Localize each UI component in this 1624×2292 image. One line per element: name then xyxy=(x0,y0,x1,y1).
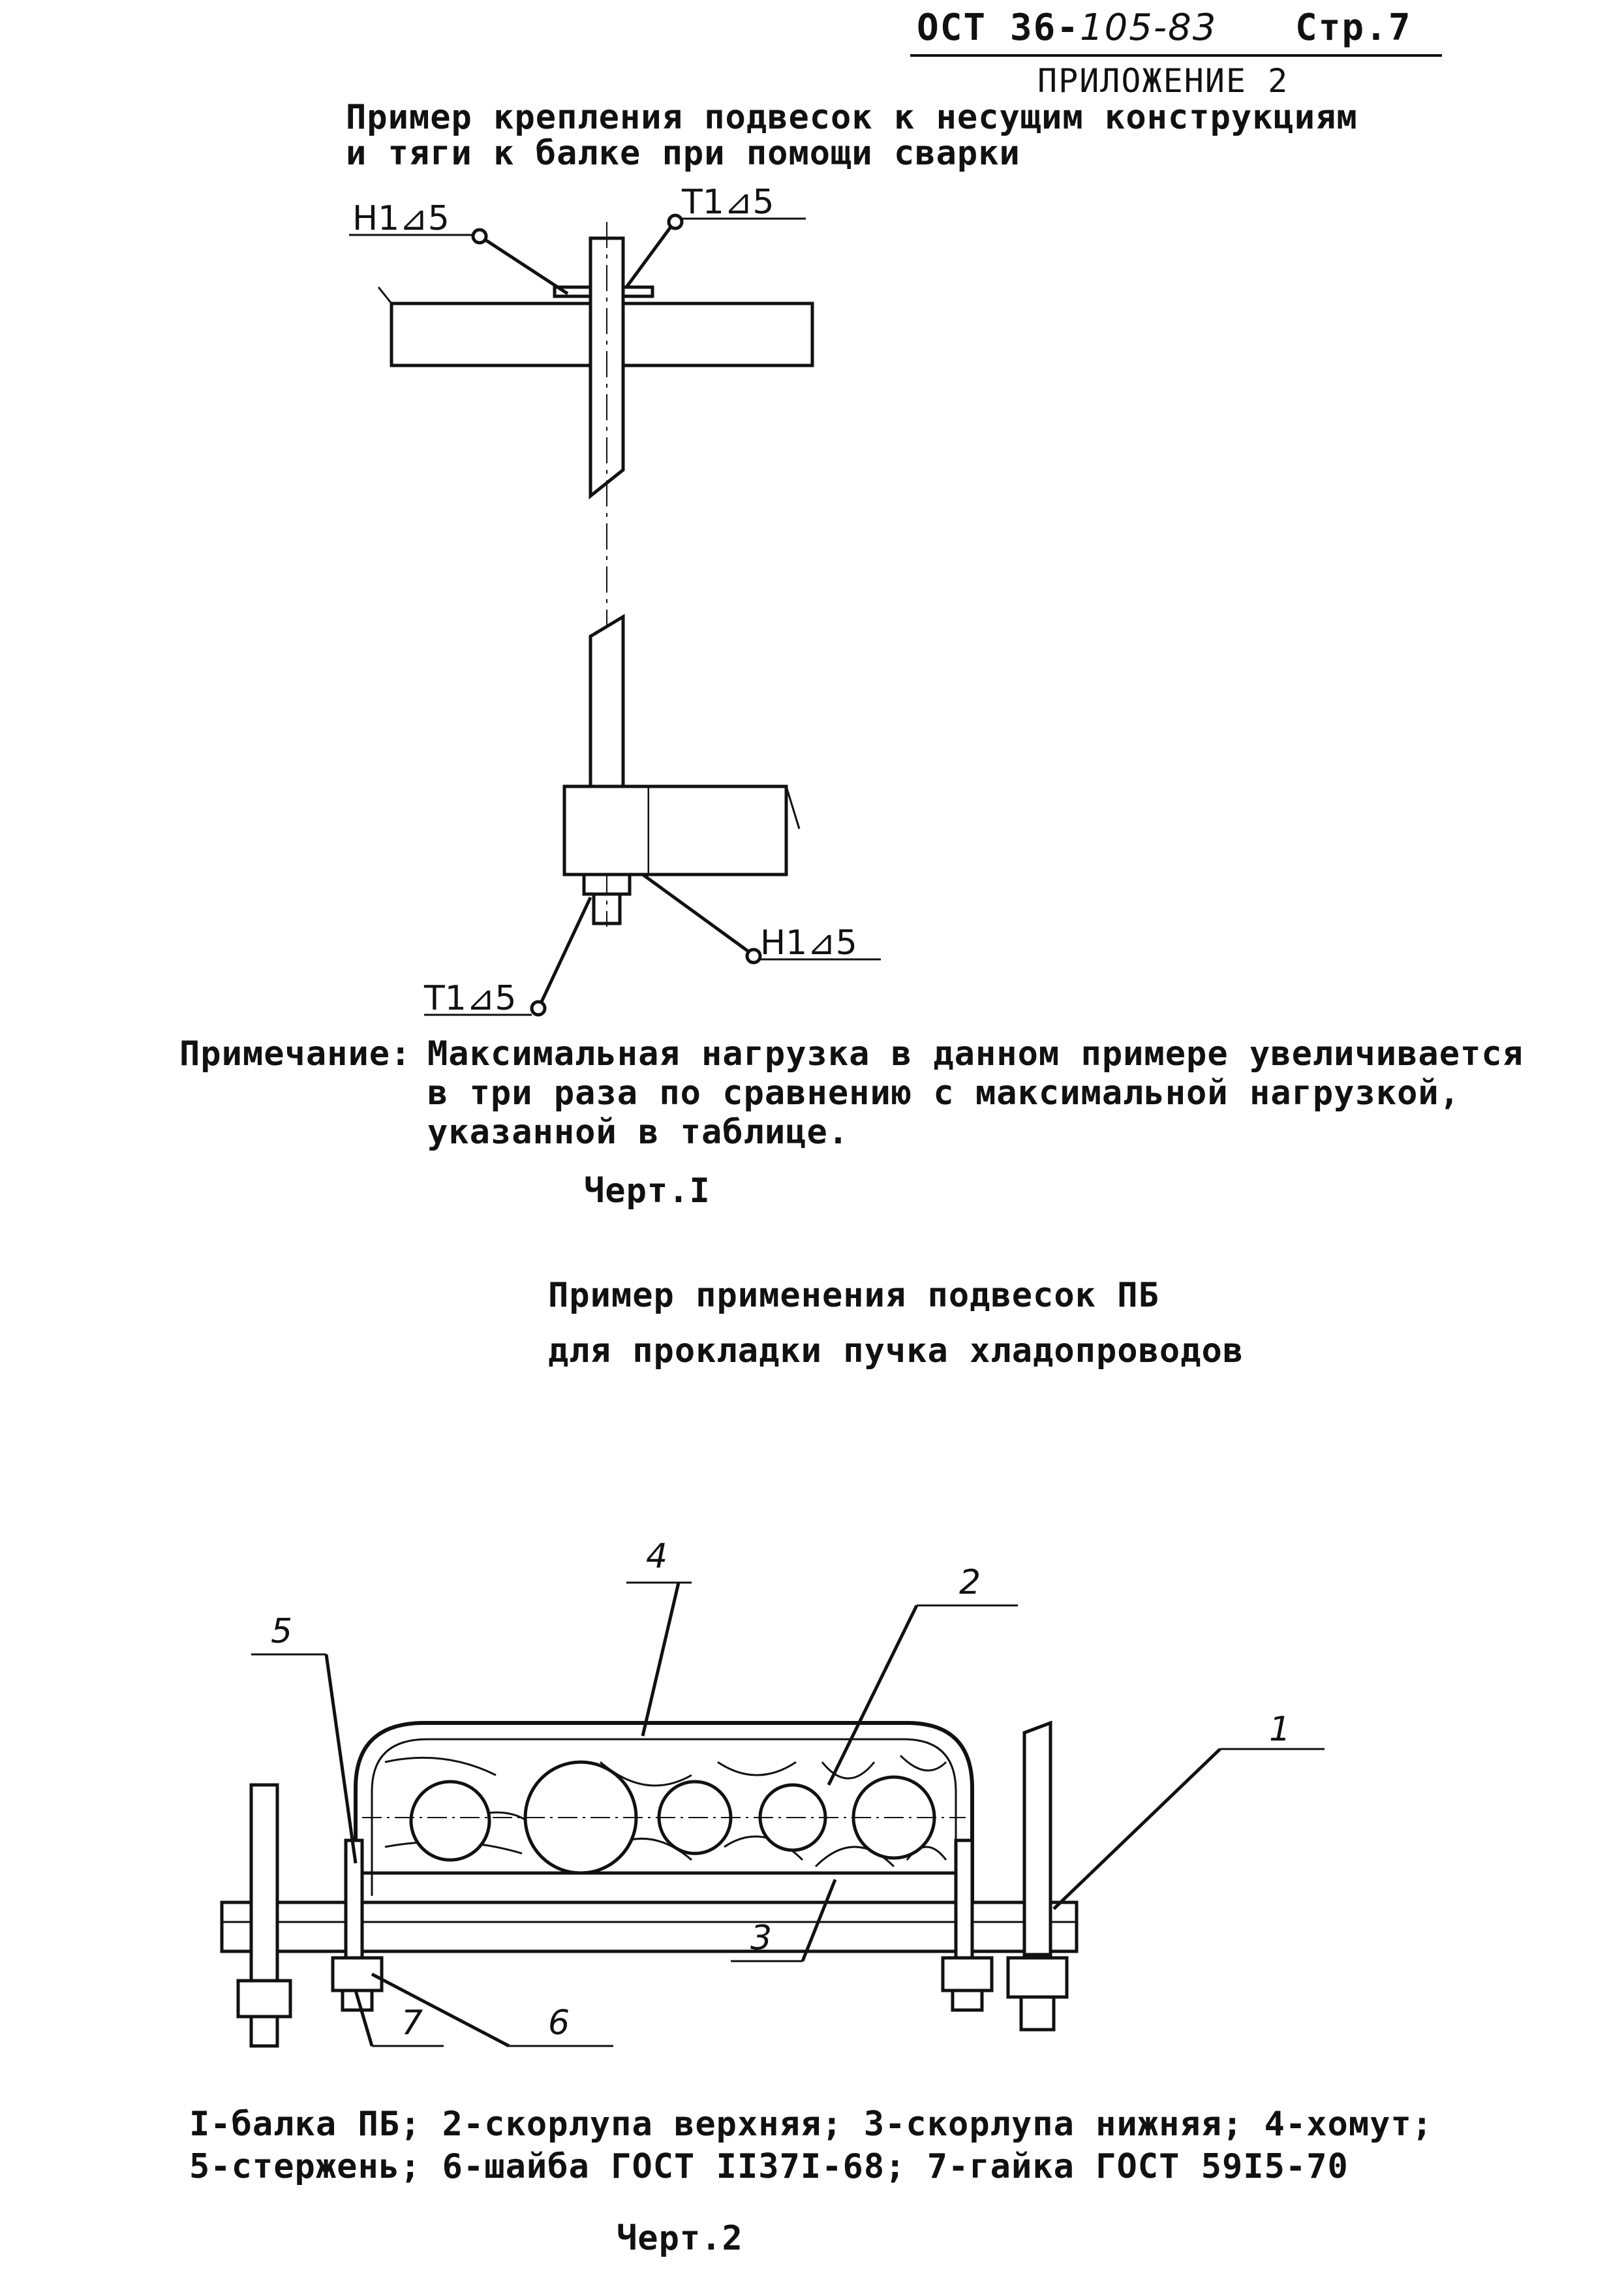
figure2-title-line2: для прокладки пучка хладопроводов xyxy=(548,1331,1244,1371)
weld-label-bottom-right: Н1⊿5 xyxy=(760,923,857,963)
callout-1: 1 xyxy=(1269,1710,1291,1749)
figure2-caption: Черт.2 xyxy=(617,2219,743,2258)
leader-2 xyxy=(827,1604,919,1786)
page-number: 7 xyxy=(1388,7,1412,49)
callout-5: 5 xyxy=(271,1612,293,1651)
standard-prefix: ОСТ 36- xyxy=(917,7,1080,49)
note-label: Примечание: xyxy=(179,1034,412,1074)
figure1-title-line2: и тяги к балке при помощи сварки xyxy=(346,134,1020,173)
leader-5 xyxy=(324,1654,358,1864)
standard-handwritten: 105-83 xyxy=(1080,7,1218,49)
rod-lower xyxy=(589,613,625,801)
appendix-title: ПРИЛОЖЕНИЕ 2 xyxy=(1037,62,1289,100)
figure1-drawing xyxy=(349,213,881,1017)
figure2-drawing xyxy=(220,1581,1325,2048)
weld-leader-h1-bottom xyxy=(641,873,752,955)
callout-4: 4 xyxy=(646,1537,668,1576)
weld-leader-h1-top xyxy=(482,236,569,296)
weld-leader-t1-bottom xyxy=(540,896,592,1003)
page-indicator: Стр.7 xyxy=(1295,7,1412,49)
callout-3: 3 xyxy=(750,1919,773,1958)
beam-end xyxy=(562,784,651,876)
lower-shell xyxy=(360,1871,968,1902)
note-line2: в три раза по сравнению с максимальной н… xyxy=(427,1074,1461,1113)
figure2-title-line1: Пример применения подвесок ПБ xyxy=(548,1276,1159,1315)
leader-3 xyxy=(801,1879,837,1962)
weld-label-top-right: Т1⊿5 xyxy=(682,183,774,222)
legend-line1: I-балка ПБ; 2-скорлупа верхняя; 3-скорлу… xyxy=(189,2105,1433,2144)
callout-7: 7 xyxy=(401,2004,423,2043)
note-line3: указанной в таблице. xyxy=(427,1113,850,1152)
left-nut xyxy=(236,1979,292,2019)
right-washer xyxy=(941,1956,994,1992)
weld-leader-t1-top xyxy=(624,224,674,288)
beam-pb xyxy=(220,1900,1079,1953)
leader-1 xyxy=(1052,1748,1221,1910)
figure1-title-line1: Пример крепления подвесок к несущим конс… xyxy=(346,98,1358,137)
beam-body xyxy=(649,784,788,876)
leader-4 xyxy=(641,1582,681,1737)
weld-label-bottom-left: Т1⊿5 xyxy=(424,979,517,1018)
callout-6: 6 xyxy=(548,2004,570,2043)
pipe-1 xyxy=(409,1780,491,1862)
weld-label-top-left: Н1⊿5 xyxy=(352,199,450,238)
page-label: Стр. xyxy=(1295,7,1388,49)
figure1-caption: Черт.I xyxy=(584,1171,711,1211)
left-rod xyxy=(249,1783,279,1983)
right-nut xyxy=(1006,1956,1069,1999)
clamp-hoop xyxy=(354,1721,974,1902)
leader-6 xyxy=(371,1972,510,2048)
leader-7 xyxy=(354,1990,374,2047)
note-line1: Максимальная нагрузка в данном примере у… xyxy=(427,1034,1524,1074)
right-rod xyxy=(1022,1720,1052,1957)
callout-2: 2 xyxy=(959,1563,981,1602)
standard-number: ОСТ 36-105-83 xyxy=(917,7,1217,49)
legend-line2: 5-стержень; 6-шайба ГОСТ II37I-68; 7-гай… xyxy=(189,2147,1349,2186)
